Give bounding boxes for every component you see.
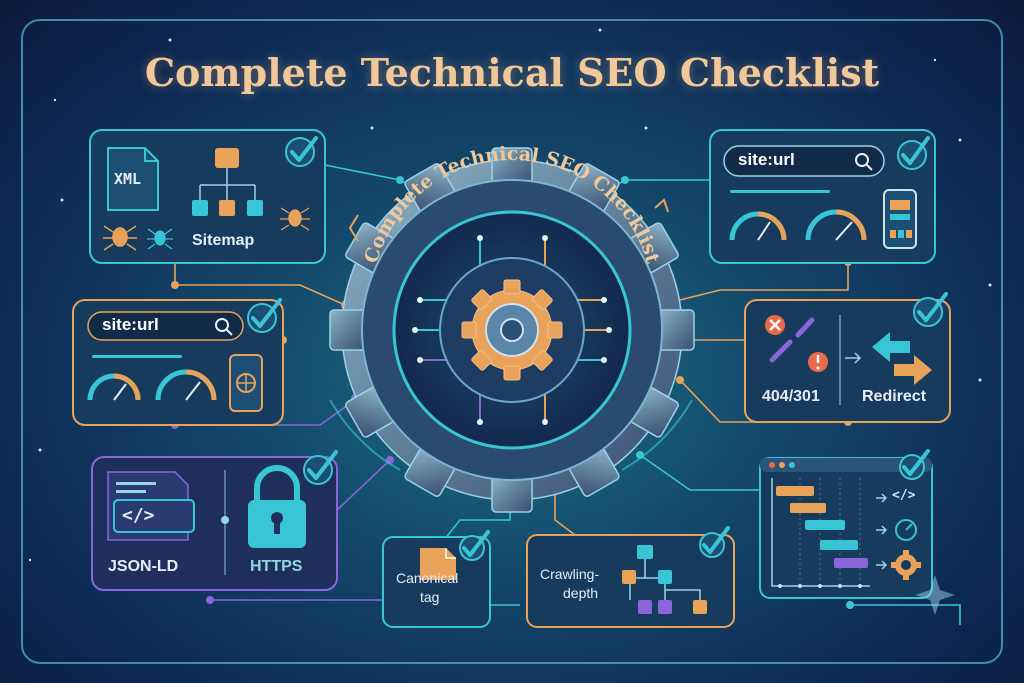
checkmark-badge-icon bbox=[303, 450, 338, 485]
page-title: Complete Technical SEO Checklist bbox=[144, 50, 880, 95]
search-text-left: site:url bbox=[102, 315, 159, 334]
json-ld-label: JSON-LD bbox=[108, 558, 179, 575]
checkmark-badge-icon bbox=[459, 530, 490, 561]
crawl-label-line2: depth bbox=[563, 585, 599, 601]
padlock-icon bbox=[248, 465, 306, 548]
canonical-label-line1: Canonical bbox=[396, 570, 459, 586]
code-document-icon bbox=[107, 471, 195, 541]
mobile-globe-icon bbox=[229, 354, 263, 412]
checkmark-badge-icon bbox=[247, 298, 282, 333]
checkmark-badge-icon bbox=[699, 526, 730, 558]
gantt-card bbox=[759, 449, 933, 599]
search-icon bbox=[215, 318, 233, 336]
search-bar bbox=[87, 311, 244, 341]
sitemap-root-node bbox=[215, 148, 239, 168]
mobile-phone-icon bbox=[883, 189, 917, 249]
outer-frame bbox=[21, 19, 1003, 664]
xml-file-icon bbox=[107, 147, 159, 211]
redirect-card bbox=[744, 292, 951, 423]
checkmark-badge-icon bbox=[285, 136, 318, 167]
search-icon bbox=[855, 153, 873, 171]
search-text-top: site:url bbox=[738, 150, 795, 169]
spider-icon bbox=[147, 228, 173, 250]
sitemap-card bbox=[89, 129, 326, 264]
sitemap-label: Sitemap bbox=[192, 232, 255, 249]
redirect-code-label: 404/301 bbox=[762, 388, 820, 405]
spider-icon bbox=[103, 225, 137, 251]
sparkle-icon bbox=[915, 575, 955, 615]
canonical-label-line2: tag bbox=[420, 589, 440, 605]
page-speed-card-top bbox=[709, 129, 936, 264]
arrow-right-icon bbox=[845, 352, 862, 364]
checkmark-badge-icon bbox=[899, 449, 930, 480]
gantt-code-label: </> bbox=[892, 488, 916, 503]
speed-gauge-icon bbox=[805, 209, 867, 241]
gantt-bars bbox=[776, 486, 868, 568]
error-x-icon bbox=[765, 315, 785, 335]
code-tag-label: </> bbox=[122, 505, 155, 526]
broken-link-icon bbox=[769, 317, 815, 363]
crawl-label-line1: Crawling- bbox=[540, 566, 600, 582]
checkmark-badge-icon bbox=[913, 292, 948, 327]
crawl-depth-card bbox=[526, 526, 735, 628]
speed-gauge-icon bbox=[87, 373, 141, 401]
gantt-axis-ticks bbox=[778, 584, 862, 588]
speed-dial-icon bbox=[895, 519, 917, 541]
warning-icon bbox=[808, 352, 828, 372]
document-icon bbox=[420, 548, 456, 580]
speed-gauge-icon bbox=[155, 369, 217, 401]
settings-gear-icon bbox=[891, 550, 921, 580]
central-gear: Complete Technical SEO Checklist bbox=[262, 80, 762, 580]
https-label: HTTPS bbox=[250, 558, 303, 575]
schema-https-card bbox=[91, 450, 338, 591]
checkmark-badge-icon bbox=[897, 136, 930, 170]
spider-icon bbox=[280, 207, 310, 231]
search-bar bbox=[723, 145, 885, 177]
xml-file-label: XML bbox=[114, 170, 142, 188]
canonical-card bbox=[382, 530, 491, 628]
stars bbox=[28, 28, 992, 562]
crawl-tree-icon bbox=[629, 558, 701, 605]
sitemap-tree-icon bbox=[199, 168, 256, 200]
speed-gauge-icon bbox=[729, 211, 787, 241]
page-speed-card-left bbox=[72, 298, 284, 426]
redirect-label: Redirect bbox=[862, 388, 927, 405]
redirect-arrows-icon bbox=[872, 332, 932, 385]
